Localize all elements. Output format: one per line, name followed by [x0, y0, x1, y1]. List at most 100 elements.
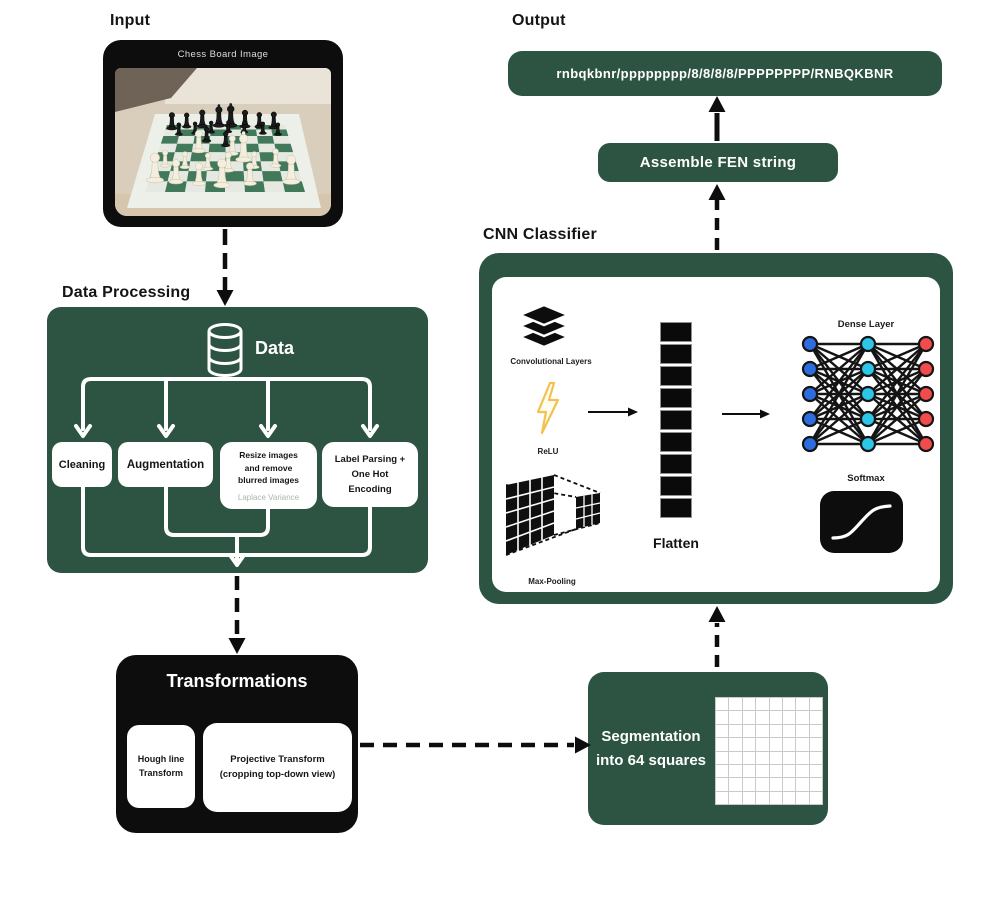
max-pooling-label: Max-Pooling [528, 577, 576, 586]
hough-transform-step: Hough line Transform [127, 725, 195, 808]
grid-cell [716, 698, 729, 711]
label-parsing-step: Label Parsing + One Hot Encoding [322, 442, 418, 507]
grid-cell [809, 698, 822, 711]
grid-cell [756, 711, 769, 724]
sigmoid-curve-icon [831, 504, 892, 540]
input-section-label: Input [110, 12, 151, 29]
grid-cell [729, 724, 742, 738]
grid-cell [756, 764, 769, 778]
flatten-label: Flatten [653, 535, 699, 551]
augmentation-label: Augmentation [126, 458, 205, 471]
grid-cell [796, 738, 809, 751]
grid-cell [769, 751, 782, 764]
output-section-label: Output [512, 12, 566, 29]
branch-connector-lines [74, 377, 379, 567]
grid-cell [782, 711, 796, 724]
softmax-label: Softmax [847, 473, 885, 484]
relu-label: ReLU [537, 447, 559, 456]
cleaning-step: Cleaning [52, 442, 112, 487]
grid-cell [809, 791, 822, 804]
grid-cell [782, 751, 796, 764]
grid-cell [809, 751, 822, 764]
database-icon [207, 323, 243, 377]
grid-cell [742, 791, 756, 804]
assemble-fen-box: Assemble FEN string [598, 143, 838, 182]
grid-cell [769, 711, 782, 724]
input-card: Chess Board Image [103, 40, 343, 227]
grid-cell [742, 698, 756, 711]
resize-label: Resize images and remove blurred images [238, 449, 299, 486]
data-label: Data [255, 338, 295, 358]
grid-cell [729, 698, 742, 711]
flatten-cell [660, 344, 692, 364]
grid-cell [716, 791, 729, 804]
flatten-cell [660, 498, 692, 518]
flatten-cell [660, 388, 692, 408]
grid-cell [756, 778, 769, 791]
flatten-cell [660, 454, 692, 474]
grid-cell [782, 791, 796, 804]
grid-cell [782, 764, 796, 778]
transformations-title: Transformations [166, 671, 308, 691]
projective-transform-label: Projective Transform (cropping top-down … [219, 754, 336, 780]
grid-cell [729, 751, 742, 764]
grid-cell [782, 698, 796, 711]
data-processing-section-label: Data Processing [62, 284, 191, 301]
label-parsing-label: Label Parsing + One Hot Encoding [334, 453, 406, 496]
grid-cell [809, 778, 822, 791]
grid-cell [796, 791, 809, 804]
grid-cell [809, 711, 822, 724]
chess-board-photo [115, 68, 331, 216]
grid-cell [769, 764, 782, 778]
augmentation-step: Augmentation [118, 442, 213, 487]
grid-cell [716, 711, 729, 724]
transformations-box: Transformations Hough line Transform Pro… [116, 655, 358, 833]
relu-lightning-icon [536, 381, 560, 435]
grid-cell [796, 764, 809, 778]
flatten-cell [660, 410, 692, 430]
grid-cell [729, 711, 742, 724]
grid-cell [796, 698, 809, 711]
dense-layer-label: Dense Layer [837, 319, 895, 330]
grid-cell [809, 764, 822, 778]
flatten-stack [660, 322, 692, 518]
grid-cell [716, 724, 729, 738]
grid-cell [756, 738, 769, 751]
grid-cell [809, 738, 822, 751]
dense-layer-network-icon [801, 335, 935, 453]
grid-cell [782, 724, 796, 738]
segmentation-box: Segmentation into 64 squares [588, 672, 828, 825]
grid-cell [742, 738, 756, 751]
cnn-classifier-inner: Convolutional Layers ReLU [492, 277, 940, 592]
flatten-cell [660, 432, 692, 452]
grid-cell [729, 764, 742, 778]
resize-step: Resize images and remove blurred images … [220, 442, 317, 509]
grid-cell [756, 724, 769, 738]
grid-cell [716, 738, 729, 751]
cnn-section-label: CNN Classifier [483, 226, 597, 243]
flatten-cell [660, 366, 692, 386]
hough-transform-label: Hough line Transform [137, 754, 185, 778]
grid-cell [742, 764, 756, 778]
flatten-cell [660, 322, 692, 342]
grid-cell [716, 764, 729, 778]
grid-cell [769, 724, 782, 738]
grid-cell [769, 738, 782, 751]
data-processing-box: Data Cleaning Augmentation [47, 307, 428, 573]
fen-output-box: rnbqkbnr/pppppppp/8/8/8/8/PPPPPPPP/RNBQK… [508, 51, 942, 96]
grid-cell [729, 791, 742, 804]
grid-cell [756, 698, 769, 711]
grid-cell [796, 724, 809, 738]
cleaning-label: Cleaning [58, 458, 106, 471]
segmentation-label: Segmentation into 64 squares [595, 728, 707, 769]
grid-cell [742, 778, 756, 791]
grid-cell [769, 698, 782, 711]
chess-board-photo-image [115, 68, 331, 216]
grid-cell [742, 751, 756, 764]
grid-cell [782, 778, 796, 791]
softmax-icon [820, 491, 903, 553]
convolutional-layers-label: Convolutional Layers [510, 357, 592, 366]
projective-transform-step: Projective Transform (cropping top-down … [203, 723, 352, 812]
grid-cell [796, 711, 809, 724]
